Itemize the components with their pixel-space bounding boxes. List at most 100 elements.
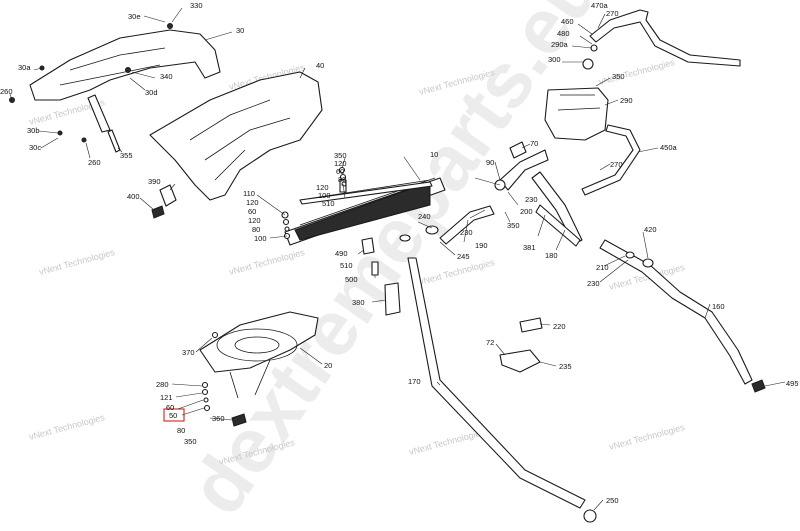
clip-340 — [125, 67, 131, 73]
callout-230-a: 230 — [525, 195, 538, 204]
clip-245 — [399, 234, 411, 242]
callout-350-d: 350 — [507, 221, 520, 230]
callout-30e-b: 30e — [128, 12, 141, 21]
callout-40: 40 — [316, 61, 324, 70]
fastener-stack-top — [338, 166, 347, 187]
callout-300: 300 — [548, 55, 561, 64]
radiator-10 — [284, 177, 446, 246]
callout-100-b: 100 — [254, 234, 267, 243]
callout-260-b: 260 — [88, 158, 101, 167]
callout-230-c: 230 — [587, 279, 600, 288]
highlight-box — [163, 408, 185, 422]
connector-360 — [231, 413, 247, 427]
spacer-490 — [361, 237, 375, 255]
clamp-230 — [625, 251, 635, 259]
callout-160: 160 — [712, 302, 725, 311]
callout-70: 70 — [530, 139, 538, 148]
callout-80-b: 80 — [252, 225, 260, 234]
callout-270-b: 270 — [610, 160, 623, 169]
callout-210: 210 — [596, 263, 609, 272]
callout-350-a: 350 — [334, 151, 347, 160]
callout-30c: 30c — [29, 143, 41, 152]
callout-290a: 290a — [551, 40, 569, 49]
callout-20: 20 — [324, 361, 332, 370]
callout-80-a: 80 — [338, 175, 346, 184]
leader-lines — [9, 7, 786, 511]
callout-460: 460 — [561, 17, 574, 26]
callout-450a: 450a — [660, 143, 678, 152]
callout-510-a: 510 — [322, 199, 335, 208]
bolt-500 — [371, 261, 379, 276]
callout-labels: 30e 330 30 30a 340 30d 260 40 30b 30c 26… — [0, 1, 799, 505]
callout-490: 490 — [335, 249, 348, 258]
cap-70 — [509, 141, 527, 159]
callout-260: 260 — [0, 87, 13, 96]
cap-300 — [582, 58, 594, 70]
screw-330 — [167, 23, 173, 29]
callout-170: 170 — [408, 377, 421, 386]
callout-400: 400 — [127, 192, 140, 201]
callout-350-c: 350 — [612, 72, 625, 81]
watermark: vNext Technologies — [38, 247, 116, 277]
callout-121: 121 — [160, 393, 173, 402]
bracket-220 — [519, 317, 543, 333]
callout-10: 10 — [430, 150, 438, 159]
callout-110: 110 — [243, 189, 255, 198]
callout-90: 90 — [486, 158, 494, 167]
bolt-355 — [107, 129, 121, 153]
callout-120-c: 120 — [246, 198, 259, 207]
callout-360: 360 — [212, 414, 225, 423]
callout-120-d: 120 — [248, 216, 261, 225]
watermark: vNext Technologies — [228, 247, 306, 277]
callout-30a: 30a — [18, 63, 31, 72]
hose-380 — [384, 282, 401, 316]
callout-120-a: 120 — [334, 159, 347, 168]
callout-30b: 30b — [27, 126, 40, 135]
callout-350-b: 350 — [184, 437, 197, 446]
callout-100-a: 100 — [318, 191, 331, 200]
callout-60-a: 60 — [336, 167, 344, 176]
callout-235: 235 — [559, 362, 572, 371]
coolant-reservoir-290 — [544, 87, 609, 141]
clamp-240 — [425, 225, 439, 235]
bracket-235 — [499, 349, 541, 373]
callout-495: 495 — [786, 379, 799, 388]
callout-470a: 470a — [591, 1, 609, 10]
callout-510-b: 510 — [340, 261, 353, 270]
watermark: vNext Technologies — [598, 57, 676, 87]
vent-hose-470a — [589, 9, 741, 67]
callout-390: 390 — [148, 177, 161, 186]
fastener-stack-left — [281, 211, 291, 240]
callout-330: 330 — [190, 1, 203, 10]
callout-355: 355 — [120, 151, 133, 160]
hose-200 — [499, 149, 549, 191]
callout-80-c: 80 — [177, 426, 185, 435]
callout-240: 240 — [418, 212, 431, 221]
callout-180: 180 — [545, 251, 558, 260]
callout-340: 340 — [160, 72, 173, 81]
callout-60-b: 60 — [248, 207, 256, 216]
fitting-420 — [642, 258, 654, 268]
screw-370 — [211, 331, 219, 339]
bracket-390 — [159, 184, 177, 207]
callout-30: 30 — [236, 26, 244, 35]
callout-120-b: 120 — [316, 183, 329, 192]
callout-72: 72 — [486, 338, 494, 347]
clip-400 — [151, 205, 165, 219]
fan-shroud-20 — [199, 311, 319, 399]
callout-500: 500 — [345, 275, 358, 284]
watermark: vNext Technologies — [608, 422, 686, 452]
watermark: vNext Technologies — [408, 427, 486, 457]
callout-280: 280 — [156, 380, 169, 389]
hose-170 — [407, 257, 586, 509]
callout-290: 290 — [620, 96, 633, 105]
watermark: vNext Technologies — [28, 412, 106, 442]
callout-200: 200 — [520, 207, 533, 216]
overflow-hose-450a — [581, 124, 641, 196]
callout-245: 245 — [457, 252, 470, 261]
clip-30b — [57, 130, 63, 136]
callout-30d: 30d — [145, 88, 158, 97]
callout-230-b: 230 — [460, 228, 473, 237]
clip-495 — [751, 379, 766, 393]
